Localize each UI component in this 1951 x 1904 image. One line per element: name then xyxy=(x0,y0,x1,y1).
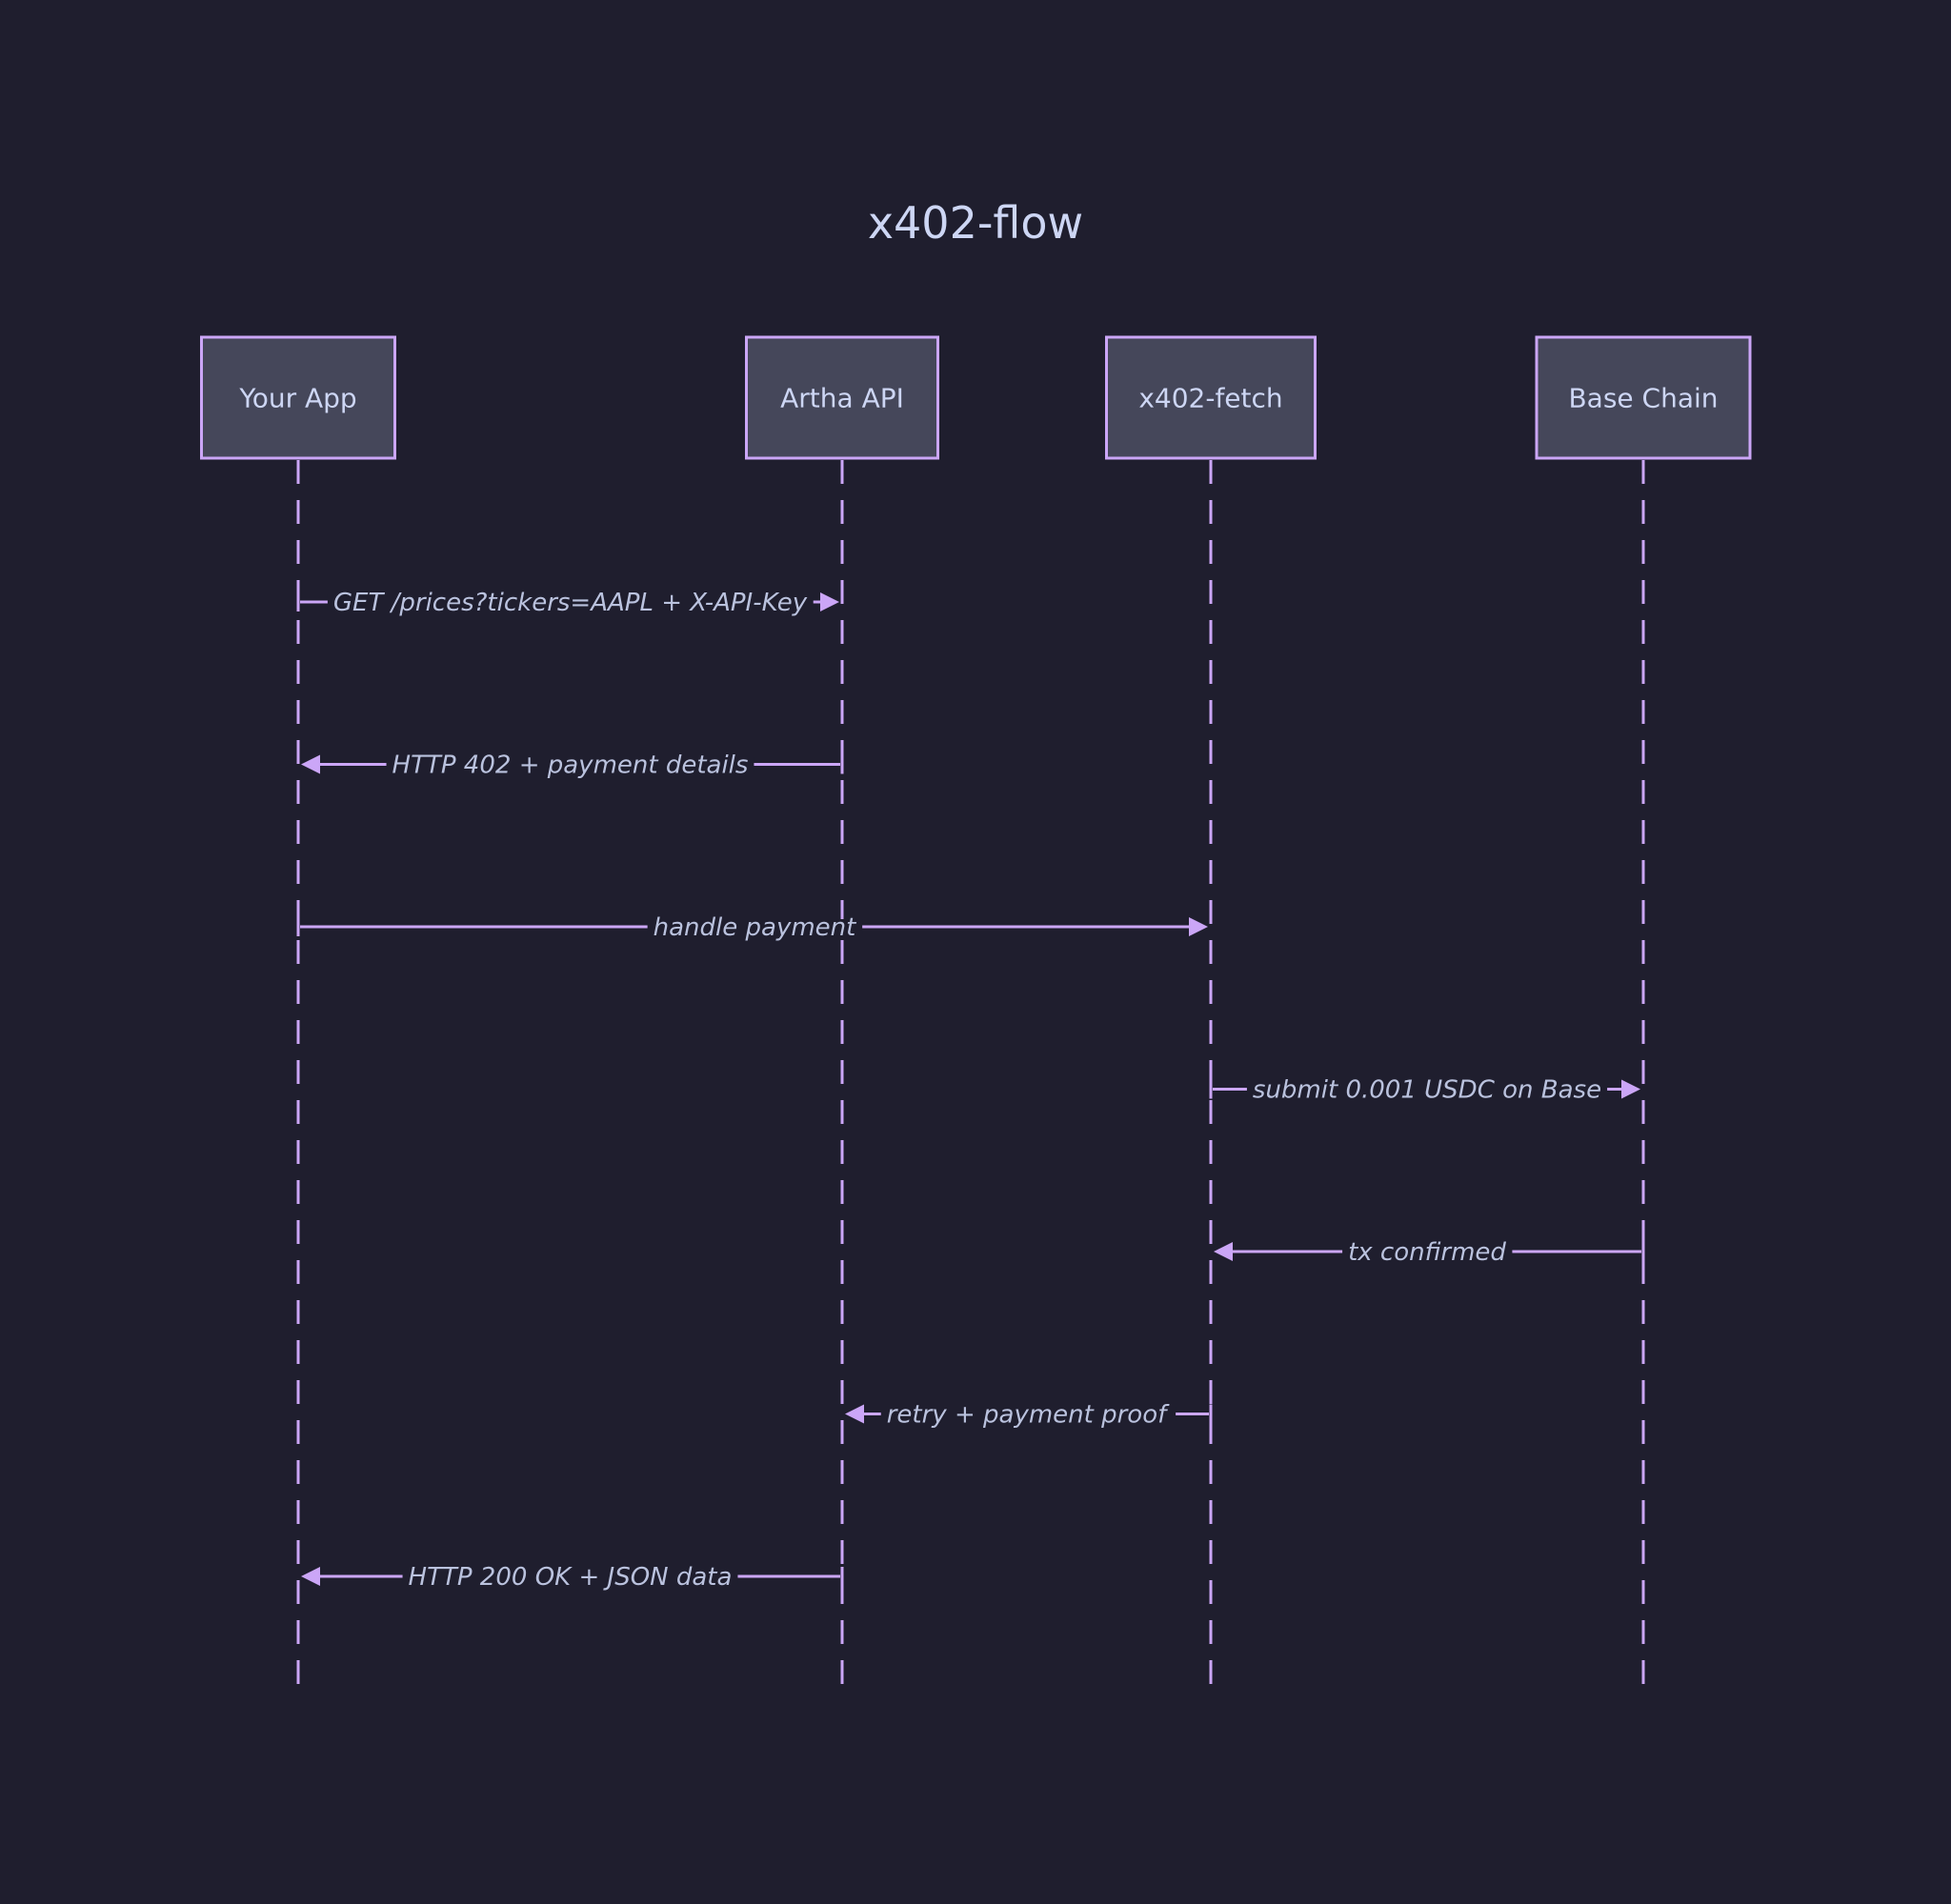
participant-label: Your App xyxy=(238,383,356,414)
message-5: tx confirmed xyxy=(1214,1238,1645,1267)
message-label-background xyxy=(327,594,814,610)
message-label: HTTP 402 + payment details xyxy=(392,752,749,780)
arrowhead-icon xyxy=(301,754,320,774)
messages-group: GET /prices?tickers=AAPL + X-API-KeyHTTP… xyxy=(296,589,1645,1592)
message-label: HTTP 200 OK + JSON data xyxy=(409,1563,733,1592)
participants-group: Your App Artha API x402-fetch Base Chain xyxy=(200,335,1752,460)
message-2: HTTP 402 + payment details xyxy=(301,752,844,780)
message-label-background xyxy=(1342,1244,1513,1259)
message-1: GET /prices?tickers=AAPL + X-API-Key xyxy=(296,589,839,617)
participant-app: Your App xyxy=(200,335,396,460)
arrowhead-icon xyxy=(1621,1079,1640,1099)
participant-api: Artha API xyxy=(745,335,939,460)
message-label: tx confirmed xyxy=(1348,1238,1506,1267)
message-label-background xyxy=(647,919,863,934)
participant-label: x402-fetch xyxy=(1138,383,1282,414)
arrowhead-icon xyxy=(820,592,839,611)
participant-box xyxy=(1105,335,1317,460)
message-label: retry + payment proof xyxy=(887,1401,1170,1430)
message-4: submit 0.001 USDC on Base xyxy=(1209,1076,1640,1105)
message-3: handle payment xyxy=(296,913,1208,942)
participant-chain: Base Chain xyxy=(1535,335,1752,460)
message-label: handle payment xyxy=(654,913,857,942)
diagram-title: x402-flow xyxy=(868,197,1083,249)
participant-label: Artha API xyxy=(780,383,904,414)
message-7: HTTP 200 OK + JSON data xyxy=(301,1563,844,1592)
message-6: retry + payment proof xyxy=(845,1401,1213,1430)
message-label-background xyxy=(402,1569,738,1584)
lifelines-group xyxy=(296,460,1645,1688)
message-label: submit 0.001 USDC on Base xyxy=(1253,1076,1601,1105)
participant-box xyxy=(745,335,939,460)
message-label-background xyxy=(1246,1081,1608,1097)
arrowhead-icon xyxy=(845,1404,864,1424)
arrowhead-icon xyxy=(301,1567,320,1586)
participant-fetch: x402-fetch xyxy=(1105,335,1317,460)
arrowhead-icon xyxy=(1214,1242,1233,1261)
participant-label: Base Chain xyxy=(1568,383,1718,414)
participant-box xyxy=(200,335,396,460)
participant-box xyxy=(1535,335,1752,460)
message-label-background xyxy=(386,756,754,772)
message-label-background xyxy=(880,1406,1177,1422)
arrowhead-icon xyxy=(1189,917,1208,936)
message-label: GET /prices?tickers=AAPL + X-API-Key xyxy=(333,589,808,617)
